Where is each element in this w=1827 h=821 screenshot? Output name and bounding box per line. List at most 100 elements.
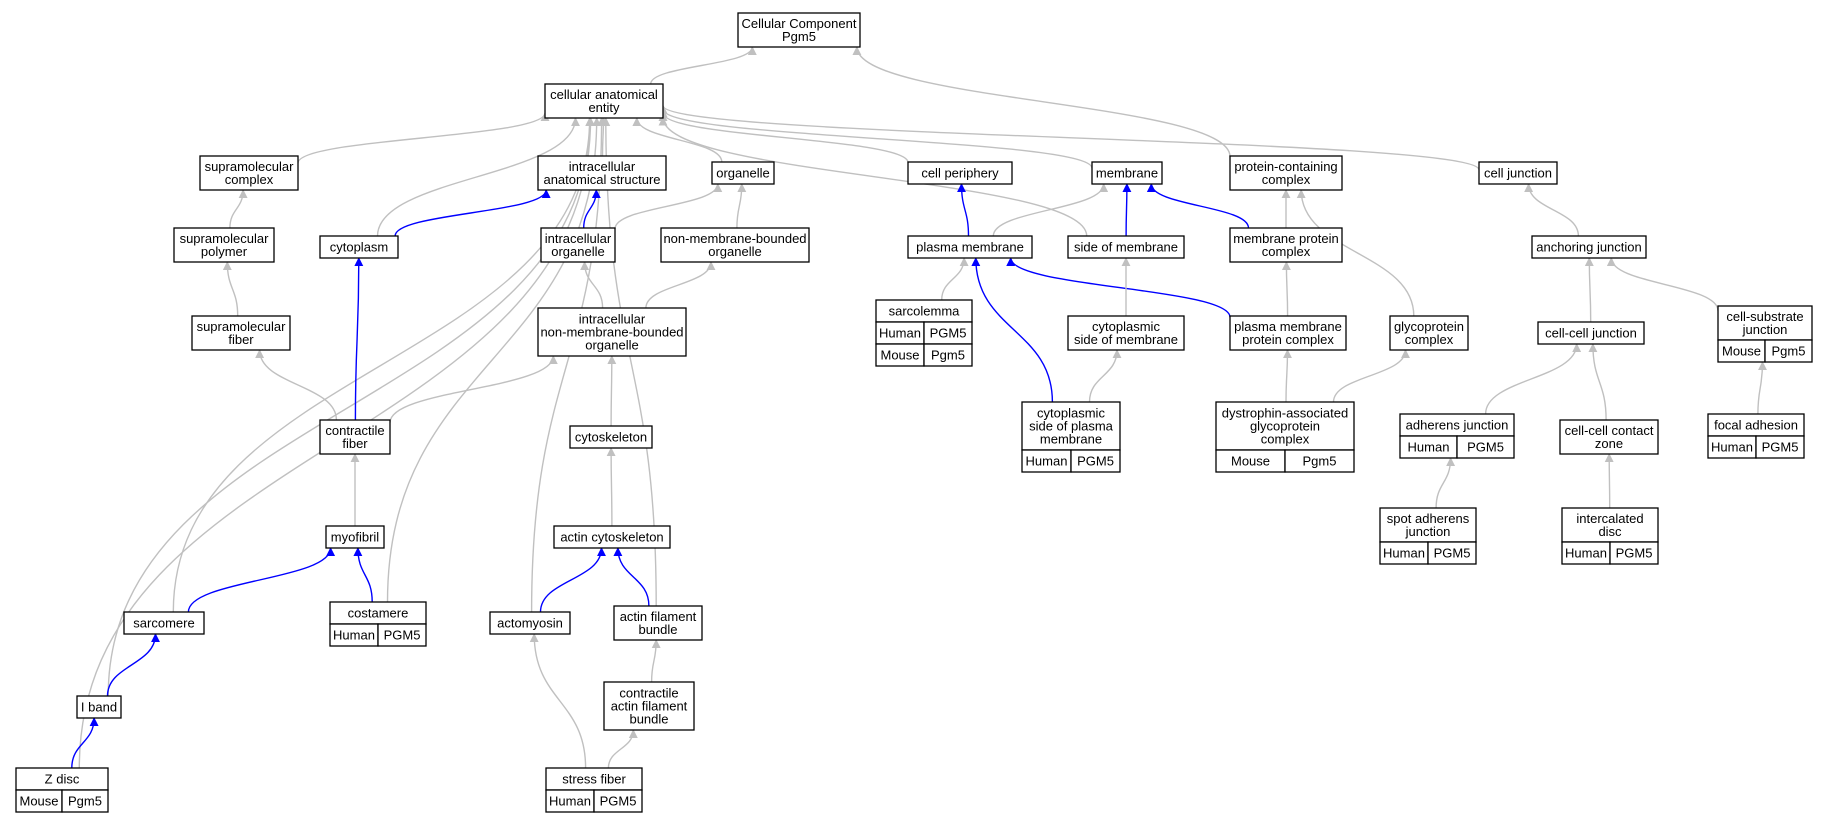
- node-label-line: contractile: [325, 423, 384, 438]
- edge-cytoplasmic-side-of-plasma-membrane-to-cytoplasmic-side-of-membrane: [1088, 349, 1122, 403]
- node-label-line: contractile: [619, 686, 678, 701]
- node-label-line: cell-cell junction: [1545, 326, 1637, 341]
- node-label-line: zone: [1595, 436, 1623, 451]
- edge-supramolecular-fiber-to-supramolecular-polymer: [222, 261, 239, 317]
- edge-sarcomere-to-myofibril: [187, 547, 336, 613]
- cell-box: [1609, 541, 1659, 565]
- node-cytoskeleton[interactable]: cytoskeleton: [569, 425, 653, 449]
- node-label-line: membrane: [1096, 166, 1158, 181]
- node-actin-cytoskeleton[interactable]: actin cytoskeleton: [553, 525, 671, 549]
- node-label-line: Cellular Component: [742, 16, 857, 31]
- node-side-of-membrane[interactable]: side of membrane: [1067, 235, 1185, 259]
- node-label-line: I band: [81, 700, 117, 715]
- node-label-line: side of membrane: [1074, 240, 1178, 255]
- edge-intracellular-anatomical-structure-to-cellular-anatomical-entity: [598, 117, 608, 157]
- node-label-line: fiber: [342, 436, 368, 451]
- edge-contractile-fiber-to-intracellular-nmb-organelle: [389, 355, 558, 423]
- edge-cell-substrate-junction-to-anchoring-junction: [1606, 257, 1719, 311]
- node-cell-periphery[interactable]: cell periphery: [907, 161, 1013, 185]
- species-cell: Human: [1379, 541, 1429, 565]
- node-organelle[interactable]: organelle: [711, 161, 775, 185]
- edge-actomyosin-to-cellular-anatomical-entity: [530, 117, 607, 613]
- species-label: Human: [1565, 546, 1607, 561]
- node-label-line: junction: [1742, 322, 1788, 337]
- node-box: [711, 161, 775, 185]
- node-label-line: plasma membrane: [916, 240, 1024, 255]
- node-label-line: intracellular: [579, 312, 646, 327]
- node-label-line: glycoprotein: [1394, 319, 1464, 334]
- node-label-line: side of plasma: [1029, 419, 1114, 434]
- species-label: Mouse: [1231, 454, 1270, 469]
- node-dystrophin-associated-glycoprotein-complex[interactable]: dystrophin-associatedglycoproteincomplex…: [1215, 401, 1355, 473]
- node-label-line: fiber: [228, 332, 254, 347]
- node-cell-cell-junction[interactable]: cell-cell junction: [1537, 321, 1645, 345]
- node-membrane[interactable]: membrane: [1091, 161, 1163, 185]
- node-sarcomere[interactable]: sarcomere: [123, 611, 205, 635]
- node-plasma-membrane[interactable]: plasma membrane: [907, 235, 1033, 259]
- node-intracellular-nmb-organelle[interactable]: intracellularnon-membrane-boundedorganel…: [537, 307, 687, 357]
- species-cell: Mouse: [1215, 449, 1286, 473]
- node-box: [191, 315, 291, 351]
- node-cell-junction[interactable]: cell junction: [1478, 161, 1558, 185]
- node-label-line: dystrophin-associated: [1222, 406, 1348, 421]
- node-label-line: bundle: [629, 712, 668, 727]
- node-label-line: stress fiber: [562, 772, 626, 787]
- node-label-line: cytoplasmic: [1037, 406, 1105, 421]
- node-label-line: cell periphery: [921, 166, 999, 181]
- gene-symbol-cell: PGM5: [377, 623, 427, 647]
- node-actomyosin[interactable]: actomyosin: [489, 611, 571, 635]
- node-label-line: actin cytoskeleton: [560, 530, 663, 545]
- node-box: [660, 227, 810, 263]
- node-cytoplasm[interactable]: cytoplasm: [319, 235, 399, 259]
- node-box: [537, 155, 667, 191]
- node-i-band[interactable]: I band: [76, 695, 122, 719]
- node-box: [1067, 315, 1185, 351]
- node-myofibril[interactable]: myofibril: [325, 525, 385, 549]
- gene-label: Pgm5: [1772, 344, 1806, 359]
- cell-box: [923, 343, 973, 367]
- node-label-line: complex: [1261, 432, 1310, 447]
- gene-symbol-cell: PGM5: [593, 789, 643, 813]
- species-cell: Human: [1707, 435, 1757, 459]
- gene-symbol-cell: PGM5: [1755, 435, 1805, 459]
- edge-cytoplasm-to-intracellular-anatomical-structure: [394, 189, 551, 237]
- node-label-line: Pgm5: [782, 29, 816, 44]
- edge-plasma-membrane-protein-complex-to-membrane-protein-complex: [1281, 261, 1291, 317]
- species-cell: Mouse: [875, 343, 925, 367]
- node-anchoring-junction[interactable]: anchoring junction: [1531, 235, 1647, 259]
- edge-contractile-actin-filament-bundle-to-actin-filament-bundle: [650, 639, 661, 683]
- edge-supramolecular-complex-to-cellular-anatomical-entity: [297, 112, 550, 164]
- node-box: [1537, 321, 1645, 345]
- edge-cytoskeleton-to-intracellular-nmb-organelle: [607, 355, 617, 427]
- node-label-line: intercalated: [1576, 511, 1643, 526]
- edge-cell-cell-contact-zone-to-cell-cell-junction: [1588, 343, 1607, 421]
